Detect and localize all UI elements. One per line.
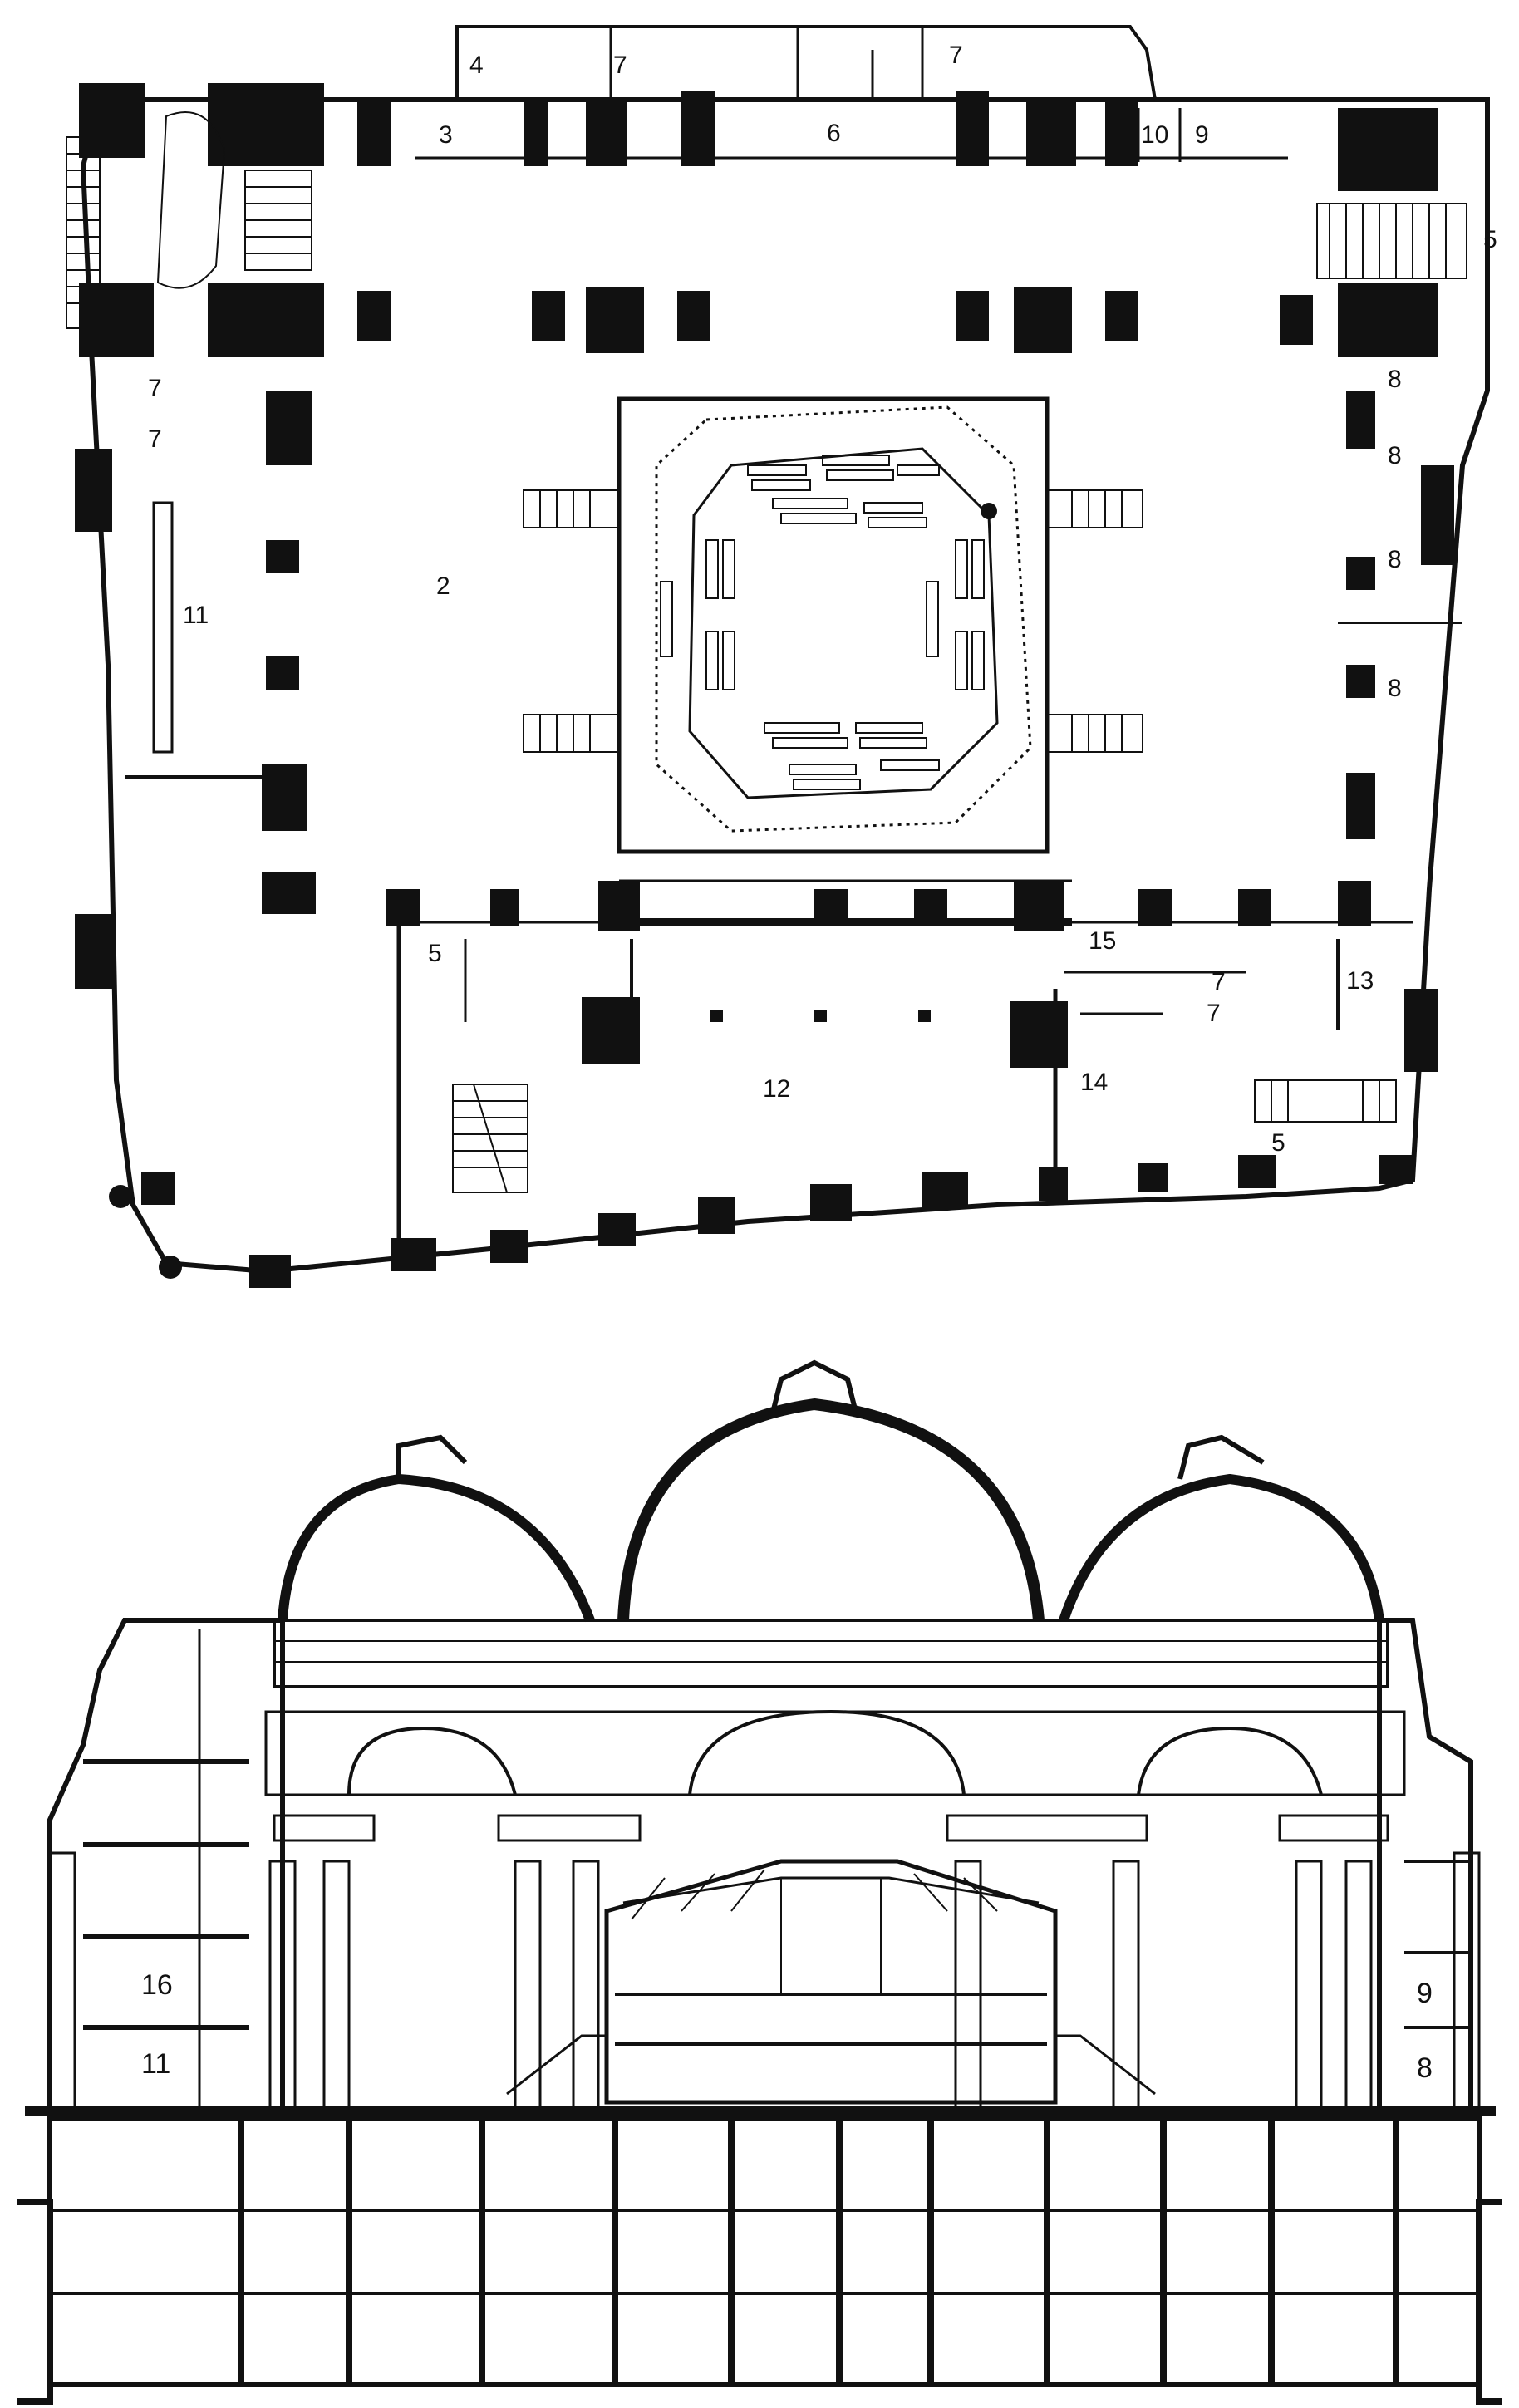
cross-section (17, 1359, 1502, 2405)
label-room-7-left-b: 7 (148, 425, 162, 453)
label-room-15: 15 (1089, 927, 1116, 955)
label-room-12: 12 (763, 1075, 790, 1103)
label-room-7-top-a: 7 (613, 52, 627, 79)
plan-pillars (75, 83, 1454, 1288)
dome-center (617, 1398, 1045, 1621)
label-room-5-bottom: 5 (1271, 1129, 1285, 1157)
auditorium-plan (655, 405, 1032, 833)
label-room-9: 9 (1195, 121, 1209, 149)
label-room-5-left: 5 (428, 940, 442, 967)
central-hall (617, 396, 1050, 854)
label-room-4: 4 (469, 52, 484, 79)
floor-plan (80, 25, 1490, 1275)
label-room-6: 6 (827, 120, 841, 147)
label-section-16: 16 (141, 1969, 173, 2001)
dome-left (278, 1473, 595, 1623)
label-room-7-left-a: 7 (148, 375, 162, 402)
label-room-8-c: 8 (1388, 546, 1402, 573)
auditorium-section (506, 1859, 1156, 2105)
label-room-7-top-b: 7 (949, 42, 963, 69)
label-room-2: 2 (436, 573, 450, 600)
label-room-13: 13 (1346, 967, 1374, 995)
label-room-5-right: 5 (1483, 226, 1497, 253)
plan-labels: 2 3 4 5 5 5 6 7 7 7 7 7 7 8 8 8 8 9 10 1… (148, 42, 1497, 1157)
label-room-3: 3 (439, 121, 453, 149)
plan-stairs (66, 111, 1467, 1193)
section-labels: 16 11 9 8 (141, 1969, 1433, 2084)
label-room-14: 14 (1080, 1069, 1108, 1096)
dome-right (1059, 1473, 1384, 1622)
label-section-9: 9 (1417, 1978, 1433, 2009)
label-room-10: 10 (1141, 121, 1168, 149)
label-room-7-right-a: 7 (1212, 969, 1226, 996)
label-section-8: 8 (1417, 2052, 1433, 2084)
label-room-8-a: 8 (1388, 366, 1402, 393)
label-room-7-right-b: 7 (1207, 1000, 1221, 1027)
label-section-11: 11 (141, 2048, 170, 2080)
plan-outer-wall (80, 97, 1490, 1275)
label-room-8-b: 8 (1388, 442, 1402, 469)
plan-top-annex (455, 25, 1157, 101)
label-room-11: 11 (183, 602, 209, 629)
label-room-8-d: 8 (1388, 675, 1402, 702)
